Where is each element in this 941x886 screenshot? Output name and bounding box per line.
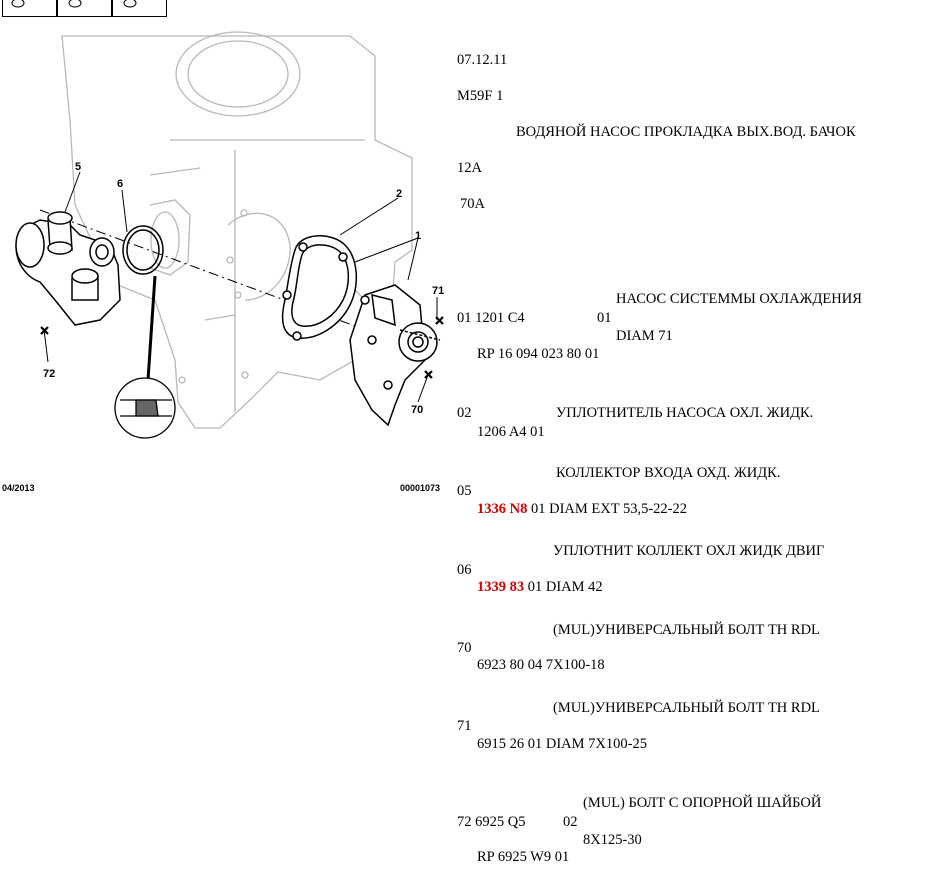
callout-label: 72 [43, 368, 55, 380]
part-qty: 01 [597, 310, 612, 326]
bolt-marker-icon [40, 316, 444, 379]
callout-label: 1 [415, 230, 421, 242]
assembly-axis [39, 209, 421, 351]
coolant-outlet-housing [15, 211, 121, 326]
part-number-line[interactable]: RP 16 094 023 80 01 [477, 346, 600, 362]
part-description: УПЛОТНИТ КОЛЛЕКТ ОХЛ ЖИДК ДВИГ [553, 543, 825, 559]
callout-label: 2 [396, 188, 402, 200]
part-description: (MUL)УНИВЕРСАЛЬНЫЙ БОЛТ TH RDL [553, 700, 820, 716]
part-ref-line[interactable]: 72 6925 Q5 [457, 814, 526, 830]
part-ref: 71 [457, 718, 472, 734]
pump-gasket [281, 235, 358, 341]
callout-label: 5 [75, 161, 81, 173]
part-number-row: 1339 83 01 DIAM 42 [477, 579, 603, 595]
o-ring-seal [122, 225, 164, 275]
part-detail: DIAM 71 [616, 328, 673, 344]
part-description: КОЛЛЕКТОР ВХОДА ОХД. ЖИДК. [556, 465, 781, 481]
callout-label: 71 [432, 285, 444, 297]
part-description: УПЛОТНИТЕЛЬ НАСОСА ОХЛ. ЖИДК. [556, 405, 814, 421]
part-qty: 02 [563, 814, 578, 830]
part-thumbnail[interactable] [57, 0, 112, 17]
part-description: (MUL)УНИВЕРСАЛЬНЫЙ БОЛТ TH RDL [553, 622, 820, 638]
part-number-link[interactable]: 1339 83 [477, 579, 525, 595]
diagram-image-ref: 00001073 [400, 483, 441, 493]
page-title: ВОДЯНОЙ НАСОС ПРОКЛАДКА ВЫХ.ВОД. БАЧОК [516, 124, 856, 140]
engine-code: M59F 1 [457, 88, 504, 104]
part-spec: 01 DIAM EXT 53,5-22-22 [527, 501, 687, 517]
part-number-line[interactable]: 6915 26 01 DIAM 7X100-25 [477, 736, 647, 752]
section-code: 12A [457, 160, 482, 176]
part-ref: 70 [457, 640, 472, 656]
part-detail: 8X125-30 [583, 832, 642, 848]
leader-lines [43, 171, 438, 403]
part-thumbnail[interactable] [2, 0, 57, 17]
part-ref: 02 [457, 405, 472, 421]
water-pump [349, 284, 441, 427]
callout-label: 6 [117, 178, 123, 190]
part-thumbnail[interactable] [112, 0, 167, 17]
part-number-line[interactable]: 6923 80 04 7X100-18 [477, 657, 605, 673]
document-date: 07.12.11 [457, 52, 508, 68]
part-description: НАСОС СИСТЕММЫ ОХЛАЖДЕНИЯ [616, 291, 862, 307]
part-thumbnail-icon [11, 0, 137, 8]
section-code: 70A [460, 196, 485, 212]
part-number-line[interactable]: 1206 A4 01 [477, 424, 545, 440]
part-spec: 01 DIAM 42 [524, 579, 603, 595]
diagram-date-code: 04/2013 [2, 483, 35, 493]
part-ref: 05 [457, 483, 472, 499]
part-description: (MUL) БОЛТ С ОПОРНОЙ ШАЙБОЙ [583, 795, 822, 811]
callout-label: 70 [411, 404, 423, 416]
exploded-parts-diagram: 5 6 2 1 71 72 70 [11, 0, 444, 439]
seal-section-detail [114, 275, 176, 439]
part-number-line[interactable]: RP 6925 W9 01 [477, 849, 570, 865]
part-ref: 06 [457, 562, 472, 578]
part-number-row: 1336 N8 01 DIAM EXT 53,5-22-22 [477, 501, 687, 517]
part-number-link[interactable]: 1336 N8 [477, 501, 528, 517]
part-ref-line[interactable]: 01 1201 C4 [457, 310, 525, 326]
